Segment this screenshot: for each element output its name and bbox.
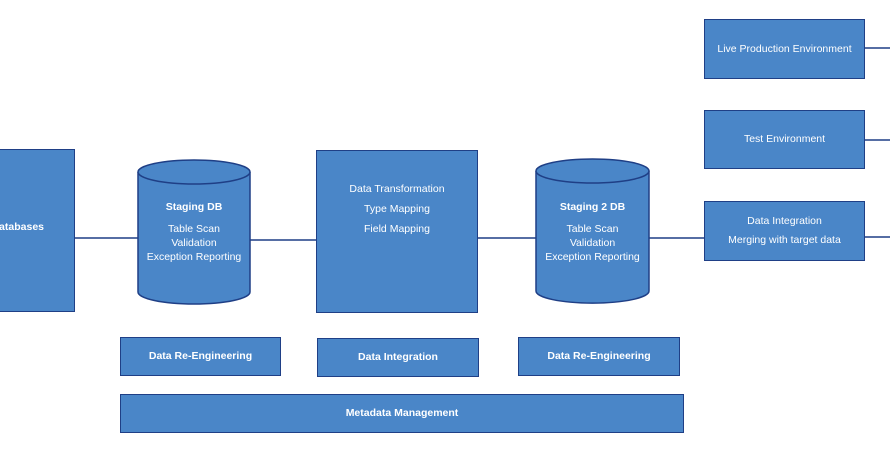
staging-db-line: Exception Reporting: [146, 251, 242, 263]
metadata-management-label: Metadata Management: [345, 407, 459, 419]
staging-2-db-line: Validation: [569, 237, 616, 249]
staging-2-db-line: Table Scan: [566, 223, 619, 235]
integration-target-line: Merging with target data: [728, 234, 841, 246]
re-engineering-label-2: Data Re-Engineering: [547, 350, 651, 362]
data-integration-target-box: Data Integration Merging with target dat…: [704, 201, 865, 261]
staging-db-title: Staging DB: [165, 201, 223, 213]
data-re-engineering-box-1: Data Re-Engineering: [120, 337, 281, 376]
data-integration-label: Data Integration: [358, 351, 438, 363]
data-transformation-box: Data Transformation Type Mapping Field M…: [316, 150, 478, 313]
test-environment-box: Test Environment: [704, 110, 865, 169]
data-integration-box: Data Integration: [317, 338, 479, 377]
data-re-engineering-box-2: Data Re-Engineering: [518, 337, 680, 376]
staging-db-cylinder: [137, 159, 251, 305]
re-engineering-label-1: Data Re-Engineering: [148, 350, 253, 362]
integration-target-line: Data Integration: [747, 215, 822, 227]
staging-db-line: Validation: [171, 237, 217, 249]
staging-2-db-line: Exception Reporting: [545, 251, 640, 263]
staging-2-db-title: Staging 2 DB: [559, 201, 626, 213]
source-databases-box: atabases: [0, 149, 75, 312]
source-databases-label: atabases: [0, 221, 44, 233]
metadata-management-box: Metadata Management: [120, 394, 684, 433]
staging-db-text: Staging DB Table Scan Validation Excepti…: [138, 200, 250, 264]
staging-2-db-text: Staging 2 DB Table Scan Validation Excep…: [536, 200, 649, 264]
staging-db-line: Table Scan: [168, 223, 220, 235]
transformation-line: Type Mapping: [364, 203, 430, 215]
live-production-label: Live Production Environment: [717, 42, 852, 55]
staging-2-db-cylinder: [535, 158, 650, 304]
transformation-line: Data Transformation: [349, 183, 445, 195]
transformation-line: Field Mapping: [364, 223, 430, 235]
test-environment-label: Test Environment: [743, 133, 826, 145]
live-production-environment-box: Live Production Environment: [704, 19, 865, 79]
